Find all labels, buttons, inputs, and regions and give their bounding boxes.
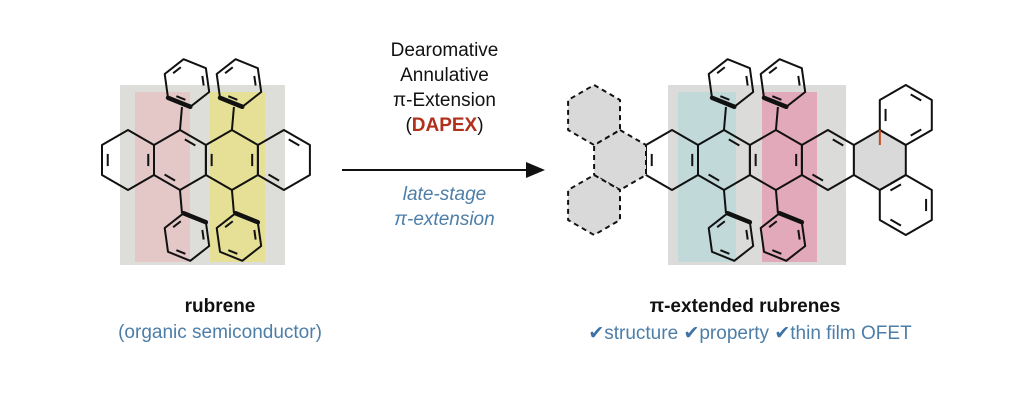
- check-structure: ✔structure: [588, 323, 679, 344]
- reaction-arrow-head: [526, 162, 545, 178]
- double-bond: [716, 66, 726, 75]
- double-bond: [811, 173, 824, 182]
- double-bond: [288, 138, 300, 147]
- double-bond: [224, 220, 234, 229]
- vial-tint-pink: [762, 92, 817, 262]
- phenyl-wedge: [217, 95, 245, 110]
- checkmark-icon: ✔: [588, 323, 605, 344]
- phenyl-bond: [230, 189, 235, 214]
- optional-benzo-ring: [567, 84, 621, 146]
- reaction-name-block: Dearomative Annulative π-Extension (DAPE…: [342, 38, 547, 138]
- double-bond: [227, 95, 238, 101]
- double-bond: [176, 249, 186, 255]
- phenyl-wedge: [725, 210, 753, 225]
- double-bond: [910, 93, 922, 102]
- double-bond: [889, 218, 902, 227]
- phenyl-wedge: [165, 95, 193, 110]
- double-bond: [224, 66, 234, 75]
- double-bond: [745, 229, 749, 240]
- double-bond: [164, 173, 176, 182]
- pi-extended-rubrene-structure: [567, 58, 933, 262]
- double-bond: [716, 220, 726, 229]
- optional-benzo-ring: [567, 174, 621, 236]
- tetracene-ring: [256, 129, 311, 191]
- rubrene-structure: [101, 58, 311, 262]
- phenyl-wedge: [181, 210, 209, 225]
- double-bond: [768, 220, 778, 229]
- double-bond: [253, 75, 257, 86]
- double-bond: [253, 229, 257, 240]
- double-bond: [201, 229, 205, 240]
- extended-rubrene-label: π-extended rubrenes: [649, 296, 841, 317]
- phenyl-wedge: [761, 95, 789, 110]
- phenyl-bond: [722, 106, 727, 131]
- double-bond: [267, 173, 280, 182]
- checkmark-icon: ✔: [774, 323, 791, 344]
- condition-line-2: π-extension: [394, 209, 495, 230]
- reaction-name-line-2: Annulative: [400, 65, 489, 86]
- phenyl-wedge: [233, 210, 261, 225]
- double-bond: [745, 75, 749, 86]
- phenyl-bond: [774, 189, 779, 214]
- benzo-ring: [878, 174, 933, 236]
- double-bond: [720, 95, 730, 101]
- double-bond: [184, 138, 196, 147]
- check-property: ✔property: [683, 323, 770, 344]
- checkmark-icon: ✔: [683, 323, 700, 344]
- phenyl-wedge: [709, 95, 737, 110]
- reaction-name-line-1: Dearomative: [390, 40, 499, 61]
- reaction-condition-block: late-stage π-extension: [342, 182, 547, 232]
- vial-tint-teal: [678, 92, 736, 262]
- double-bond: [227, 249, 238, 255]
- feature-checklist: ✔structure ✔property ✔thin film OFET: [540, 322, 960, 345]
- condition-line-1: late-stage: [402, 184, 487, 205]
- double-bond: [832, 138, 844, 147]
- rubrene-label: rubrene: [184, 296, 256, 317]
- double-bond: [797, 75, 801, 86]
- double-bond: [889, 183, 902, 192]
- double-bond: [176, 95, 186, 101]
- double-bond: [768, 66, 778, 75]
- rubrene-caption: (organic semiconductor): [118, 322, 322, 343]
- benzo-ring: [878, 84, 933, 146]
- reaction-abbreviation: (DAPEX): [405, 115, 484, 136]
- double-bond: [708, 173, 720, 182]
- phenyl-bond: [722, 189, 727, 214]
- phenyl-wedge: [777, 210, 805, 225]
- double-bond: [797, 229, 801, 240]
- check-thin-film-ofet: ✔thin film OFET: [774, 323, 912, 344]
- double-bond: [771, 95, 782, 101]
- phenyl-bond: [230, 106, 235, 131]
- double-bond: [720, 249, 730, 255]
- phenyl-bond: [178, 189, 183, 214]
- double-bond: [172, 66, 182, 75]
- double-bond: [201, 75, 205, 86]
- double-bond: [172, 220, 182, 229]
- phenyl-bond: [178, 106, 183, 131]
- double-bond: [728, 138, 740, 147]
- double-bond: [771, 249, 782, 255]
- reaction-name-line-3: π-Extension: [393, 90, 496, 111]
- double-bond: [910, 128, 922, 137]
- phenyl-bond: [774, 106, 779, 131]
